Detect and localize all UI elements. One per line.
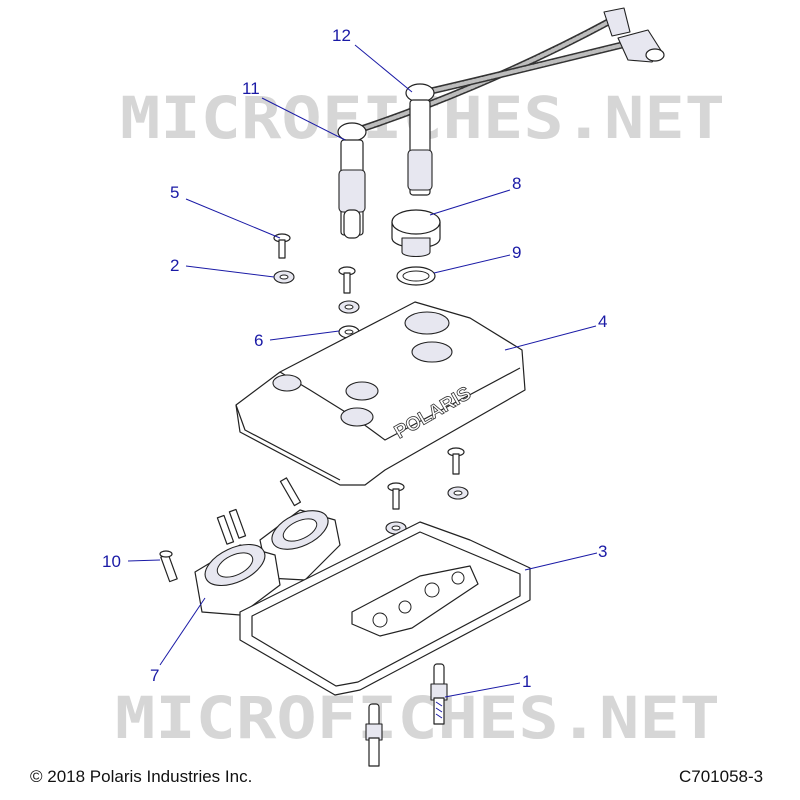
- bolt-5: [273, 233, 291, 259]
- callout-11: 11: [242, 79, 260, 98]
- callout-6: 6: [254, 331, 264, 350]
- leader-lines: [127, 44, 598, 698]
- callout-5: 5: [170, 183, 180, 202]
- diagram-code: C701058-3: [679, 767, 764, 786]
- washer-center: [338, 300, 360, 314]
- washer-2: [273, 270, 295, 284]
- bolt-mid: [387, 482, 405, 510]
- ignition-lead-assembly: [337, 7, 665, 239]
- callout-2: 2: [170, 256, 180, 275]
- spark-plug-right: [430, 663, 448, 725]
- callout-7: 7: [150, 666, 160, 685]
- spark-plug-left: [365, 703, 383, 767]
- callout-10: 10: [102, 552, 121, 571]
- callout-3: 3: [598, 542, 608, 561]
- valve-cover: POLARIS: [235, 301, 526, 486]
- copyright-text: © 2018 Polaris Industries Inc.: [30, 767, 253, 786]
- bolt-right: [447, 447, 465, 475]
- o-ring: [396, 266, 436, 286]
- bolt-center: [338, 266, 356, 294]
- callout-4: 4: [598, 312, 608, 331]
- washer-right: [447, 486, 469, 500]
- watermark-bottom: MICROFICHES.NET: [115, 684, 720, 752]
- callout-9: 9: [512, 243, 522, 262]
- callout-1: 1: [522, 672, 532, 691]
- callout-8: 8: [512, 174, 522, 193]
- valve-cover-gasket: [239, 521, 531, 696]
- intake-boots: [194, 477, 341, 616]
- callout-12: 12: [332, 26, 351, 45]
- bolt-10: [159, 550, 178, 583]
- oil-fill-cap: [391, 209, 441, 258]
